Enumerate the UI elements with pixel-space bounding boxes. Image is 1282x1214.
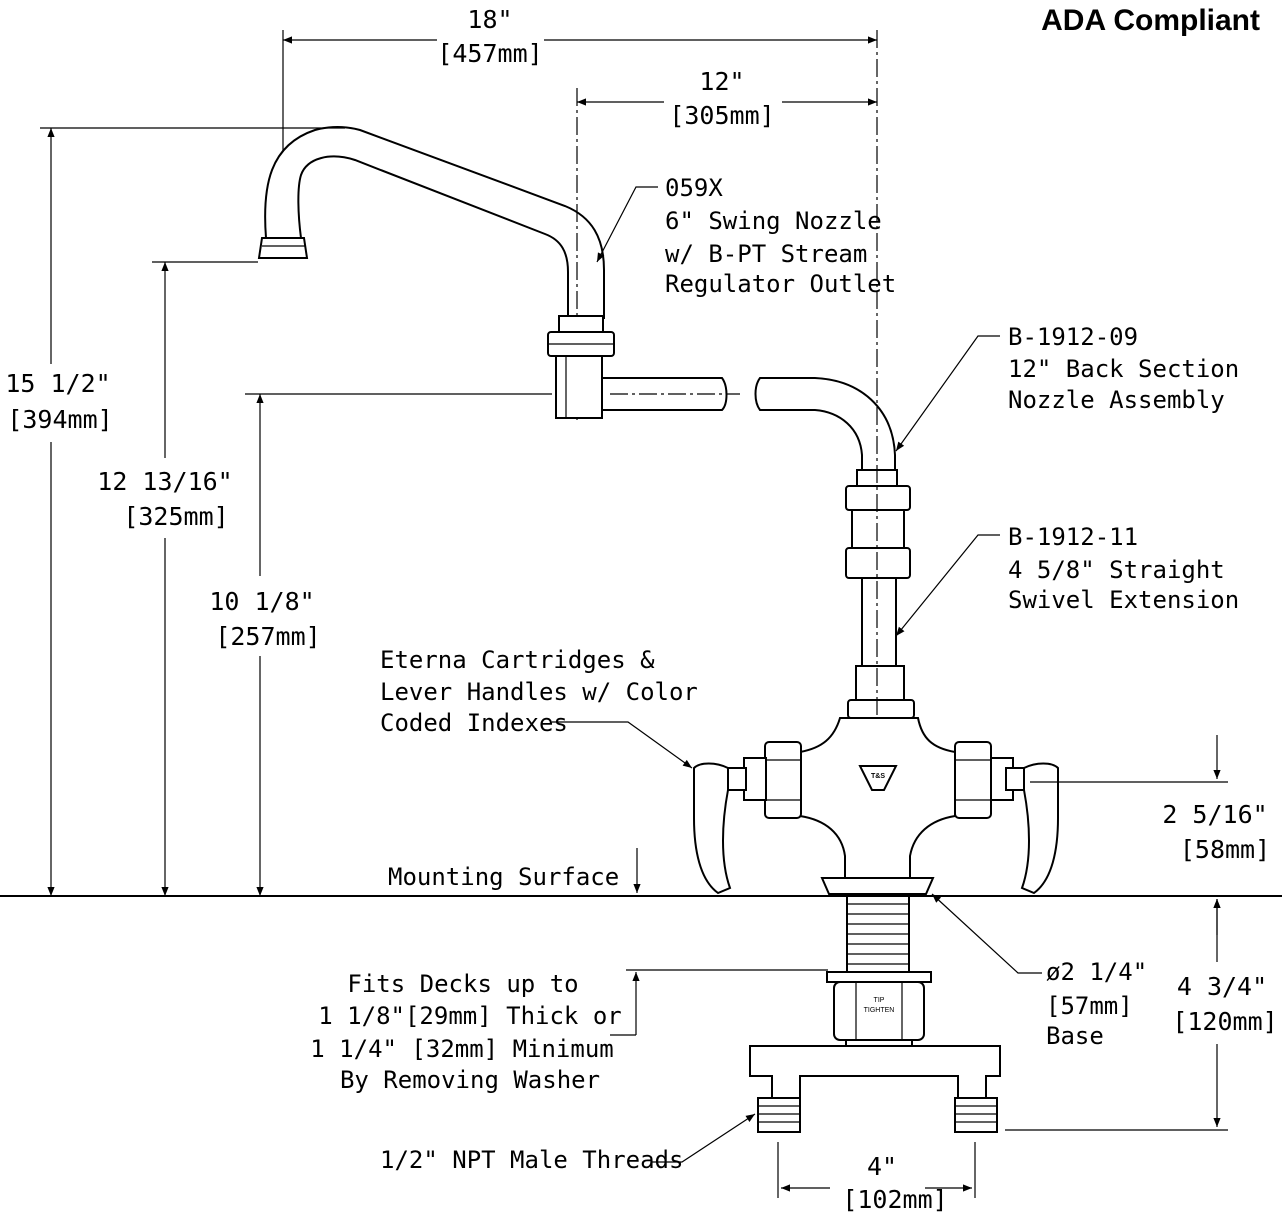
svg-text:4 5/8" Straight: 4 5/8" Straight <box>1008 556 1225 584</box>
npt-thread-left <box>757 1097 801 1133</box>
svg-text:[58mm]: [58mm] <box>1180 835 1270 864</box>
dim-back-section-height: 10 1/8" [257mm] <box>209 394 321 896</box>
svg-text:[120mm]: [120mm] <box>1172 1007 1277 1036</box>
svg-text:By Removing Washer: By Removing Washer <box>340 1066 600 1094</box>
svg-text:Nozzle Assembly: Nozzle Assembly <box>1008 386 1225 414</box>
svg-text:6" Swing Nozzle: 6" Swing Nozzle <box>665 207 882 235</box>
svg-text:1/2" NPT Male Threads: 1/2" NPT Male Threads <box>380 1146 683 1174</box>
svg-text:B-1912-11: B-1912-11 <box>1008 523 1138 551</box>
ts-logo: T&S <box>858 765 898 791</box>
svg-text:12" Back Section: 12" Back Section <box>1008 355 1239 383</box>
callout-deck: Fits Decks up to 1 1/8"[29mm] Thick or 1… <box>310 970 640 1094</box>
dim-overall-reach: 18" [457mm] <box>283 5 877 68</box>
callout-base: ø2 1/4" [57mm] Base <box>931 893 1147 1050</box>
svg-text:B-1912-09: B-1912-09 <box>1008 323 1138 351</box>
callout-extension: B-1912-11 4 5/8" Straight Swivel Extensi… <box>895 523 1239 637</box>
dim-centers: 4" [102mm] <box>781 1152 972 1214</box>
svg-text:Regulator Outlet: Regulator Outlet <box>665 270 896 298</box>
svg-text:1 1/8"[29mm] Thick or: 1 1/8"[29mm] Thick or <box>318 1002 621 1030</box>
svg-text:Fits Decks up to: Fits Decks up to <box>347 970 578 998</box>
svg-text:[457mm]: [457mm] <box>437 39 542 68</box>
svg-text:18": 18" <box>467 5 512 34</box>
dim-outlet-height: 12 13/16" [325mm] <box>97 262 233 896</box>
svg-text:[305mm]: [305mm] <box>669 101 774 130</box>
svg-text:[325mm]: [325mm] <box>123 502 228 531</box>
supply-bridge <box>749 1045 1001 1101</box>
dim-back-section-reach: 12" [305mm] <box>577 67 877 130</box>
tip-tighten-nut: TIP TIGHTEN <box>826 971 932 1047</box>
svg-text:Swivel Extension: Swivel Extension <box>1008 586 1239 614</box>
svg-text:4 3/4": 4 3/4" <box>1177 972 1267 1001</box>
dim-below-deck: 4 3/4" [120mm] <box>1172 899 1278 1127</box>
callout-cartridges: Eterna Cartridges & Lever Handles w/ Col… <box>380 646 698 769</box>
svg-text:TIGHTEN: TIGHTEN <box>864 1007 895 1014</box>
right-lever-handle <box>1005 762 1059 895</box>
svg-text:12": 12" <box>699 67 744 96</box>
svg-text:[394mm]: [394mm] <box>7 405 112 434</box>
svg-text:12 13/16": 12 13/16" <box>97 467 232 496</box>
npt-thread-right <box>954 1097 998 1133</box>
svg-text:w/ B-PT Stream: w/ B-PT Stream <box>665 240 867 268</box>
swivel-extension <box>845 469 915 719</box>
svg-text:2 5/16": 2 5/16" <box>1162 800 1267 829</box>
left-lever-handle <box>693 762 747 895</box>
svg-text:T&S: T&S <box>871 773 885 780</box>
svg-text:[257mm]: [257mm] <box>215 622 320 651</box>
callout-swing-nozzle: 059X 6" Swing Nozzle w/ B-PT Stream Regu… <box>596 174 896 298</box>
faucet-body <box>743 717 1014 895</box>
svg-text:Lever Handles w/ Color: Lever Handles w/ Color <box>380 678 698 706</box>
svg-text:Eterna Cartridges &: Eterna Cartridges & <box>380 646 655 674</box>
callout-back-section: B-1912-09 12" Back Section Nozzle Assemb… <box>895 323 1239 452</box>
dim-handle-height: 2 5/16" [58mm] <box>1162 735 1270 935</box>
svg-text:[102mm]: [102mm] <box>842 1185 947 1214</box>
callout-threads: 1/2" NPT Male Threads <box>380 1113 756 1174</box>
svg-text:059X: 059X <box>665 174 723 202</box>
back-section-tube <box>601 377 896 479</box>
svg-text:10 1/8": 10 1/8" <box>209 587 314 616</box>
svg-text:[57mm]: [57mm] <box>1046 992 1133 1020</box>
svg-text:Coded Indexes: Coded Indexes <box>380 709 568 737</box>
svg-text:ø2 1/4": ø2 1/4" <box>1046 958 1147 986</box>
svg-text:4": 4" <box>867 1152 897 1181</box>
swing-nozzle <box>257 126 605 319</box>
svg-text:1 1/4" [32mm] Minimum: 1 1/4" [32mm] Minimum <box>310 1035 613 1063</box>
svg-text:15 1/2": 15 1/2" <box>5 369 110 398</box>
shank <box>846 895 910 973</box>
svg-text:Base: Base <box>1046 1022 1104 1050</box>
dim-overall-height: 15 1/2" [394mm] <box>5 128 113 896</box>
mounting-surface-label: Mounting Surface <box>388 863 619 891</box>
ada-compliant-label: ADA Compliant <box>1041 4 1260 37</box>
svg-text:TIP: TIP <box>874 997 885 1004</box>
